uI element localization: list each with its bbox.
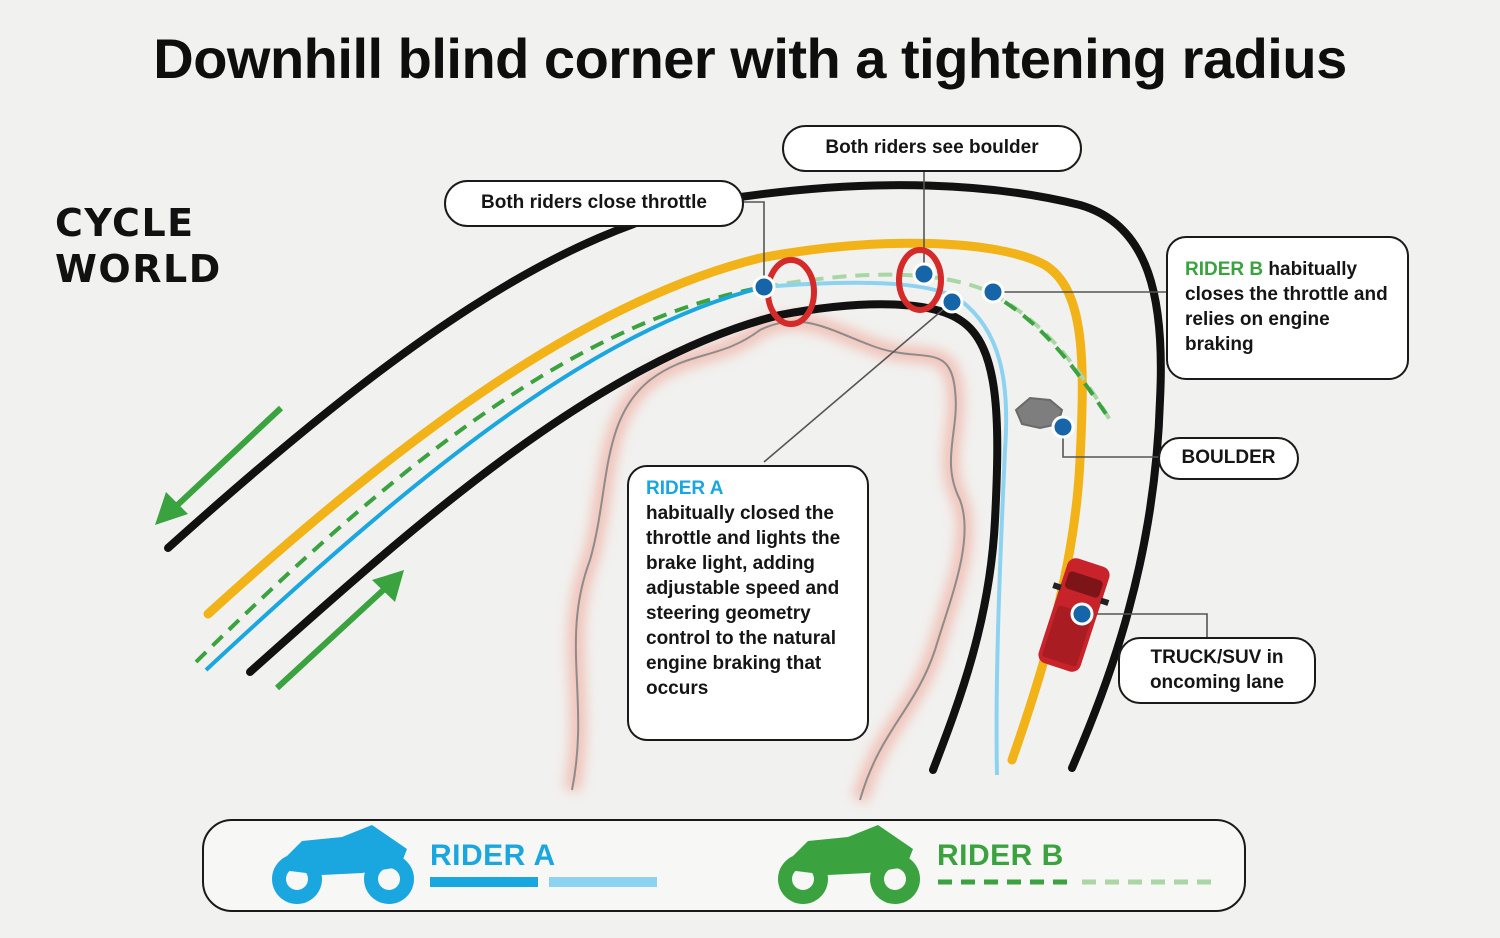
callout-truck: TRUCK/SUV in oncoming lane [1118,637,1316,704]
rider-a-path [204,280,1009,776]
rider-a-motorcycle-icon [272,825,414,904]
marker-boulder [1051,415,1075,439]
legend-graphics [272,825,1214,904]
rider-b-path [194,272,1112,664]
page-title: Downhill blind corner with a tightening … [153,27,1347,90]
callout-close-throttle: Both riders close throttle [444,180,744,227]
callout-rider-b: RIDER B habitually closes the throttle a… [1166,236,1409,380]
truck-line-2: oncoming lane [1149,672,1285,693]
callout-see-boulder: Both riders see boulder [782,125,1082,172]
rider-b-label: RIDER B [1185,259,1264,280]
road-inner-edge [246,300,1002,774]
rider-a-line-sample [430,877,657,887]
legend-rider-b: RIDER B [937,839,1064,872]
marker-rider-b [981,280,1005,304]
terrain-outline [564,313,973,803]
rider-b-text: habitually closes the throttle and relie… [1185,259,1388,355]
brand-line-2: WORLD [55,247,222,291]
callout-boulder: BOULDER [1158,437,1299,480]
leader-lines [740,172,1208,637]
legend-rider-a: RIDER A [430,839,556,872]
legend: RIDER A RIDER B [202,819,1246,912]
marker-close-throttle [752,275,776,299]
cycle-world-logo: CYCLE WORLD [55,200,222,292]
arrow-downhill [155,405,284,525]
marker-truck [1070,602,1094,626]
arrow-uphill [274,570,404,691]
position-markers [752,262,1094,626]
brand-line-1: CYCLE [55,201,195,245]
marker-see-boulder [912,262,936,286]
boulder-ring [896,247,944,313]
center-line [203,238,1087,765]
rider-a-text: habitually closed the throttle and light… [646,503,841,699]
truck-line-1: TRUCK/SUV in [1150,647,1284,668]
road-outer-edge [164,181,1165,772]
rider-a-label: RIDER A [646,478,724,499]
rider-b-motorcycle-icon [778,825,920,904]
marker-rider-a [940,290,964,314]
callout-rider-a: RIDER A habitually closed the throttle a… [627,465,869,741]
